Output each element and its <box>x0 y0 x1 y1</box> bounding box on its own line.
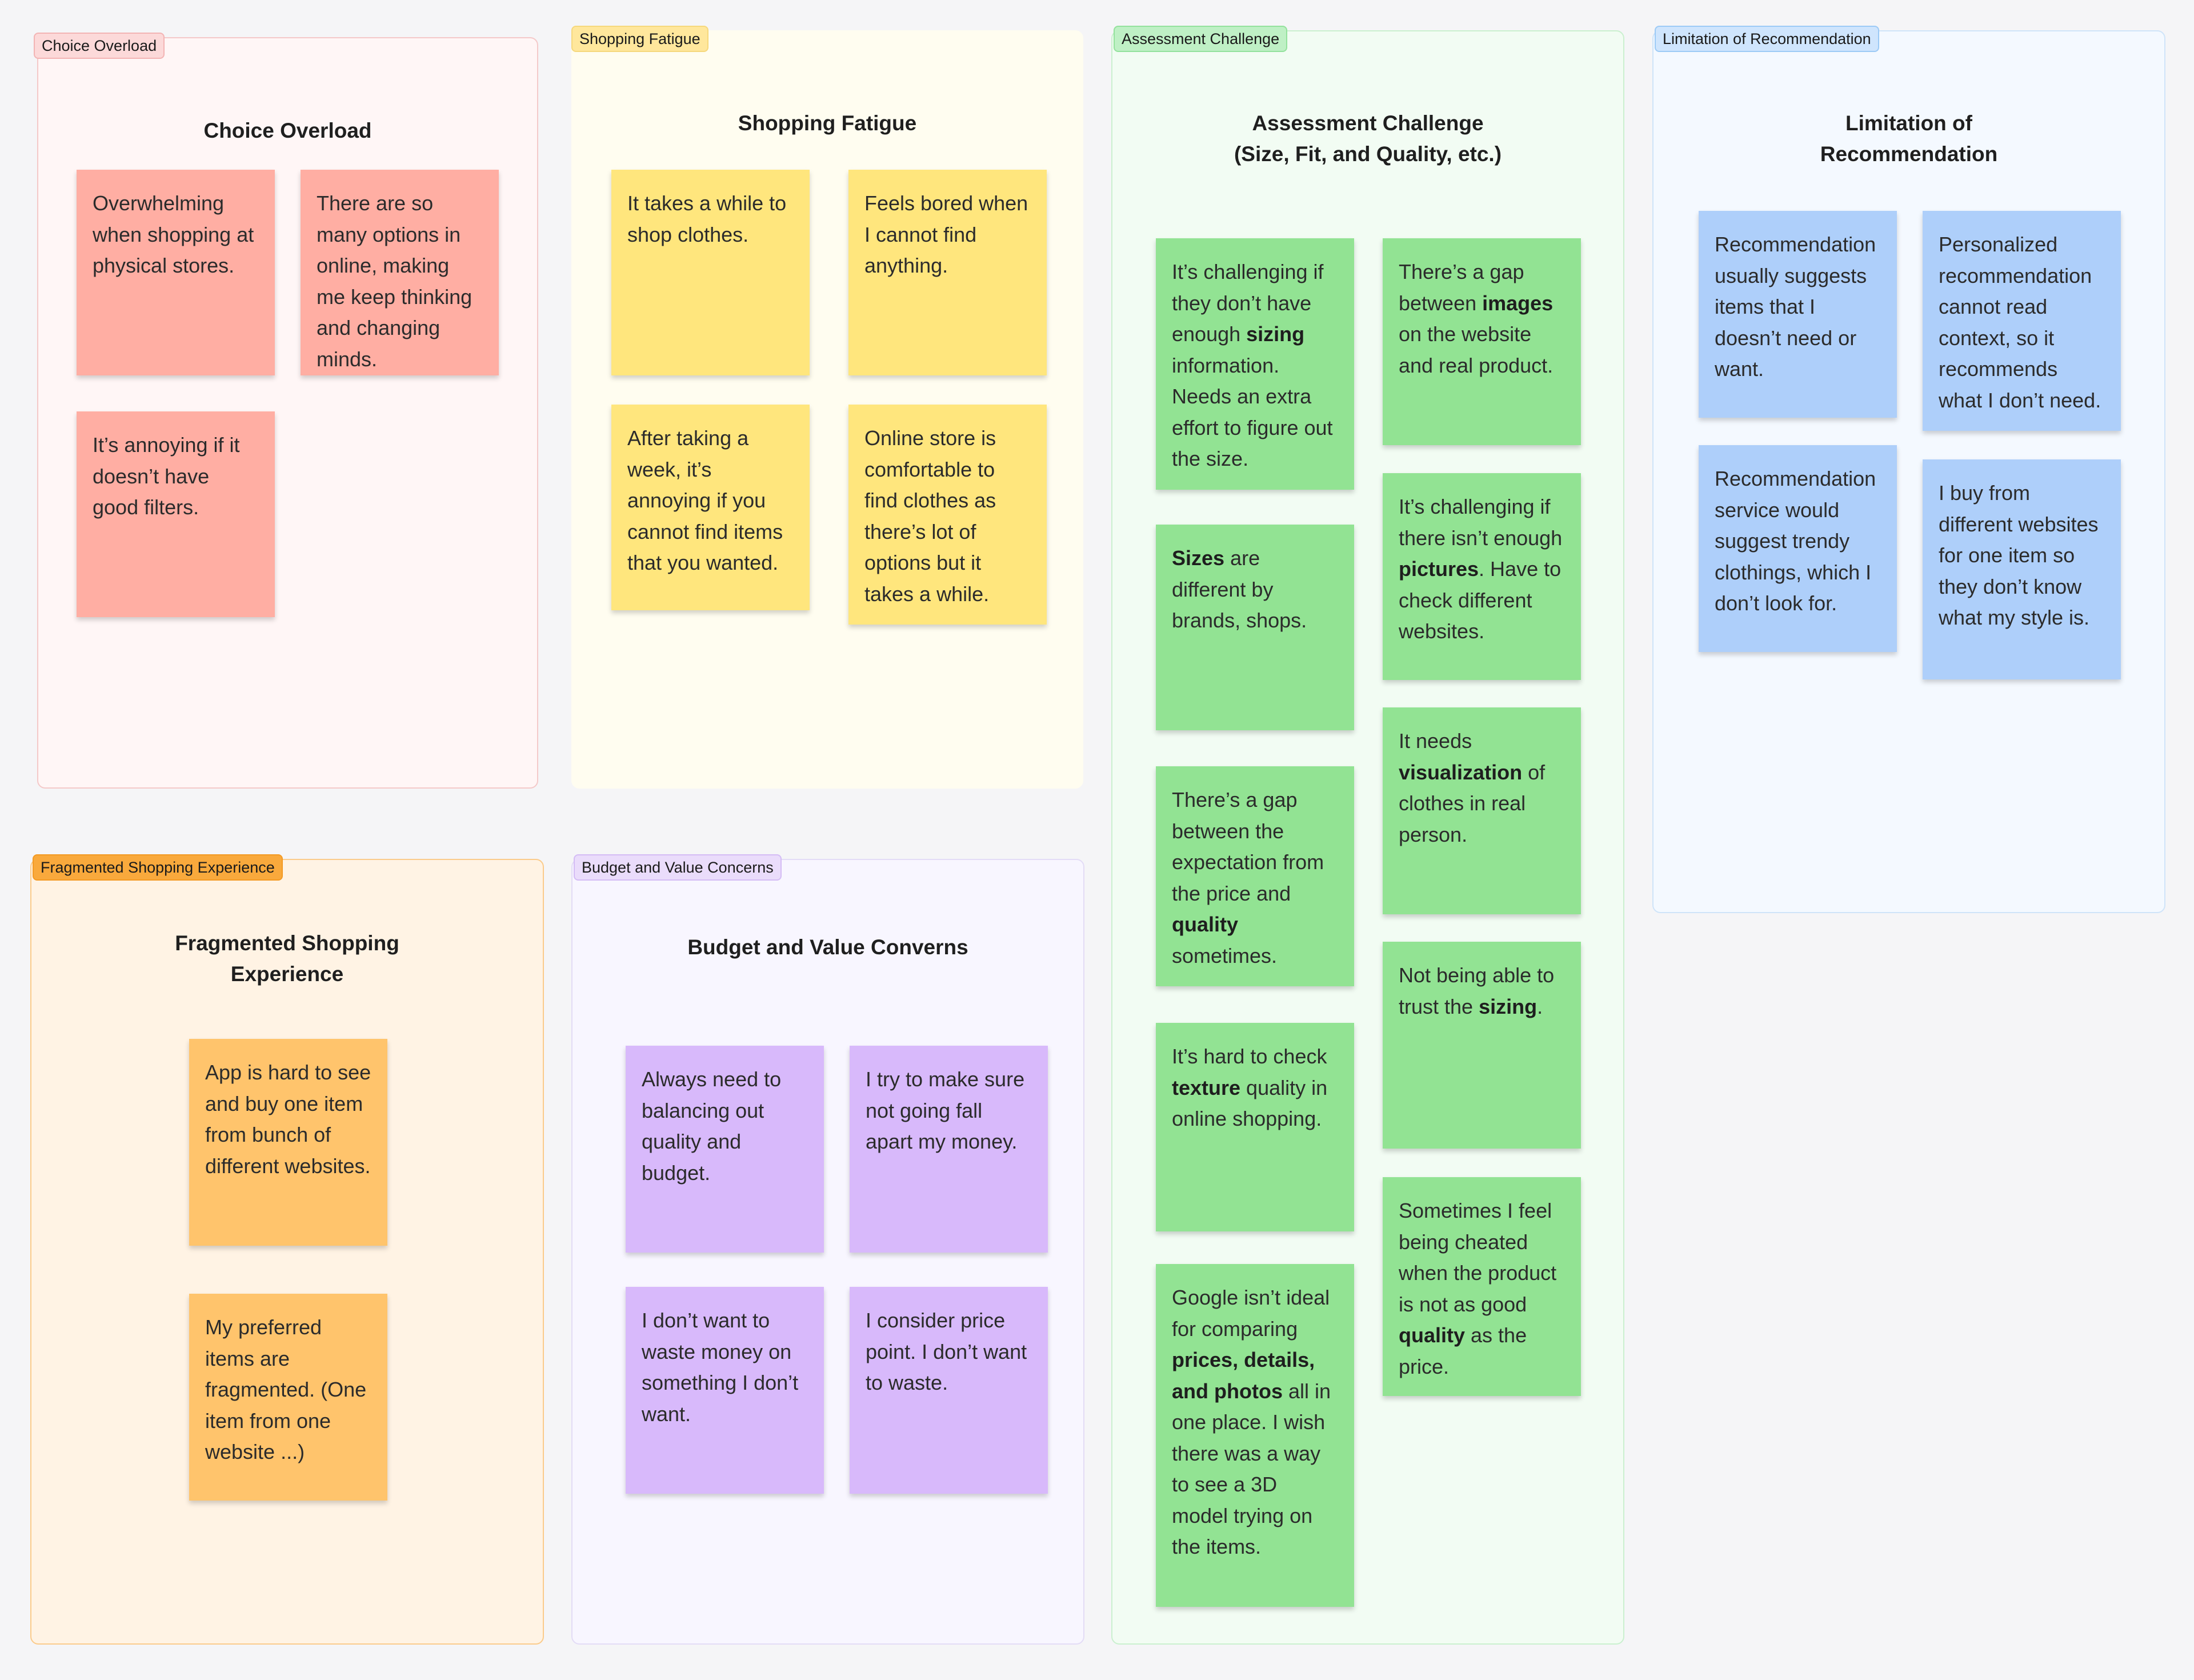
emphasized-text: visualization <box>1399 760 1523 784</box>
sticky-note[interactable]: Personalized recommendation cannot read … <box>1923 211 2121 431</box>
section-tag: Assessment Challenge <box>1114 26 1288 52</box>
sticky-note[interactable]: It’s challenging if they don’t have enou… <box>1156 238 1354 490</box>
sticky-note[interactable]: I don’t want to waste money on something… <box>626 1287 824 1494</box>
section-title: Limitation of Recommendation <box>1820 111 1998 166</box>
sticky-note[interactable]: Recommendation usually suggests items th… <box>1699 211 1897 418</box>
emphasized-text: sizing <box>1246 322 1305 346</box>
section-shopping-fatigue[interactable]: Shopping Fatigue Shopping Fatigue It tak… <box>571 26 1083 789</box>
section-title: Assessment Challenge (Size, Fit, and Qua… <box>1234 111 1502 166</box>
emphasized-text: Sizes <box>1172 546 1225 570</box>
sticky-note[interactable]: There’s a gap between images on the webs… <box>1383 238 1581 445</box>
sticky-note[interactable]: My preferred items are fragmented. (One … <box>189 1294 387 1501</box>
sticky-note[interactable]: Sometimes I feel being cheated when the … <box>1383 1177 1581 1396</box>
sticky-note[interactable]: Always need to balancing out quality and… <box>626 1046 824 1253</box>
section-title: Shopping Fatigue <box>738 111 917 135</box>
sticky-note[interactable]: I buy from different websites for one it… <box>1923 459 2121 679</box>
sticky-note[interactable]: It takes a while to shop clothes. <box>611 170 810 375</box>
sticky-note[interactable]: Feels bored when I cannot find anything. <box>848 170 1047 375</box>
sticky-note[interactable]: It’s annoying if it doesn’t have good fi… <box>77 411 275 617</box>
section-title: Budget and Value Converns <box>687 935 968 959</box>
emphasized-text: images <box>1482 291 1554 315</box>
sticky-note[interactable]: App is hard to see and buy one item from… <box>189 1039 387 1246</box>
emphasized-text: sizing <box>1479 994 1538 1018</box>
sticky-note[interactable]: It’s challenging if there isn’t enough p… <box>1383 473 1581 680</box>
section-choice-overload[interactable]: Choice Overload Choice Overload Overwhel… <box>34 33 538 789</box>
section-title: Fragmented Shopping Experience <box>175 931 399 986</box>
emphasized-text: pictures <box>1399 557 1479 581</box>
emphasized-text: texture <box>1172 1075 1241 1099</box>
sticky-note[interactable]: Sizes are different by brands, shops. <box>1156 525 1354 730</box>
section-assessment-challenge[interactable]: Assessment Challenge Assessment Challeng… <box>1111 26 1624 1645</box>
sticky-note[interactable]: Online store is comfortable to find clot… <box>848 405 1047 625</box>
emphasized-text: quality <box>1399 1323 1466 1347</box>
sticky-note[interactable]: There’s a gap between the expectation fr… <box>1156 766 1354 986</box>
section-tag: Budget and Value Concerns <box>574 854 782 881</box>
sticky-note[interactable]: Not being able to trust the sizing. <box>1383 942 1581 1149</box>
section-title: Choice Overload <box>203 119 372 142</box>
sticky-note[interactable]: I consider price point. I don’t want to … <box>850 1287 1048 1494</box>
section-tag: Limitation of Recommendation <box>1655 26 1879 52</box>
sticky-note[interactable]: After taking a week, it’s annoying if yo… <box>611 405 810 610</box>
sticky-note[interactable]: It’s hard to check texture quality in on… <box>1156 1023 1354 1231</box>
emphasized-text: prices, details, and photos <box>1172 1348 1315 1403</box>
section-budget-and-value-concerns[interactable]: Budget and Value Concerns Budget and Val… <box>571 854 1084 1645</box>
section-tag: Fragmented Shopping Experience <box>33 854 283 881</box>
section-fragmented-shopping-experience[interactable]: Fragmented Shopping Experience Fragmente… <box>30 854 544 1645</box>
sticky-note[interactable]: Recommendation service would suggest tre… <box>1699 445 1897 652</box>
sticky-note[interactable]: It needs visualization of clothes in rea… <box>1383 707 1581 914</box>
sticky-note[interactable]: Google isn’t ideal for comparing prices,… <box>1156 1264 1354 1607</box>
section-limitation-of-recommendation[interactable]: Limitation of Recommendation Limitation … <box>1652 26 2165 913</box>
section-tag: Shopping Fatigue <box>571 26 708 52</box>
sticky-note[interactable]: Overwhelming when shopping at physical s… <box>77 170 275 375</box>
section-tag: Choice Overload <box>34 33 165 59</box>
sticky-note[interactable]: I try to make sure not going fall apart … <box>850 1046 1048 1253</box>
emphasized-text: quality <box>1172 913 1239 936</box>
sticky-note[interactable]: There are so many options in online, mak… <box>301 170 499 375</box>
